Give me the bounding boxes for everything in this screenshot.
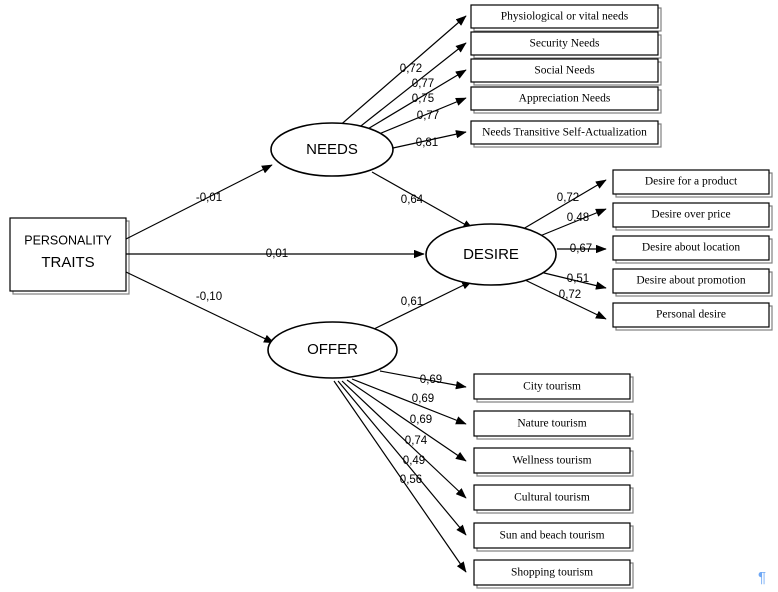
- desire-indicator-label-3: Desire about location: [642, 242, 741, 254]
- loading-desire-4: 0,51: [567, 273, 589, 285]
- loading-arrow-needs-5: [392, 130, 467, 149]
- loading-desire-1: 0,72: [557, 192, 579, 204]
- needs-indicator-label-5: Needs Transitive Self-Actualization: [482, 127, 647, 139]
- path-traits-to-needs: [125, 164, 273, 240]
- needs-indicator-label-2: Security Needs: [530, 38, 600, 50]
- needs-indicator-label-1: Physiological or vital needs: [501, 11, 629, 23]
- loading-needs-3: 0,75: [412, 93, 434, 105]
- personality-traits-line2: TRAITS: [41, 254, 94, 271]
- loading-needs-5: 0,81: [416, 137, 438, 149]
- coef-offer-desire: 0,61: [401, 296, 423, 308]
- pilcrow-icon: ¶: [758, 569, 767, 586]
- loading-desire-5: 0,72: [559, 289, 581, 301]
- latent-offer: OFFER: [267, 321, 398, 379]
- desire-indicator-boxes: Desire for a product Desire over price D…: [612, 169, 773, 331]
- loading-arrow-desire-4: [535, 270, 607, 290]
- coef-traits-desire: 0,01: [266, 248, 288, 260]
- loading-arrow-offer-5: [337, 380, 467, 536]
- path-offer-to-desire: [373, 280, 473, 330]
- loading-offer-2: 0,69: [412, 393, 434, 405]
- needs-indicator-label-3: Social Needs: [534, 65, 595, 77]
- offer-indicator-label-2: Nature tourism: [517, 418, 586, 430]
- offer-indicator-label-3: Wellness tourism: [512, 455, 591, 467]
- latent-desire: DESIRE: [425, 223, 557, 286]
- loading-arrow-needs-2: [351, 42, 467, 134]
- offer-indicator-label-5: Sun and beach tourism: [499, 530, 604, 542]
- latent-needs-label: NEEDS: [306, 141, 358, 158]
- loading-arrow-offer-6: [333, 380, 467, 573]
- offer-indicator-label-6: Shopping tourism: [511, 567, 593, 579]
- loading-desire-3: 0,67: [570, 243, 592, 255]
- path-needs-to-desire: [371, 171, 474, 230]
- latent-offer-label: OFFER: [307, 341, 358, 358]
- loading-arrow-offer-4: [341, 380, 467, 499]
- loading-arrow-needs-3: [355, 69, 467, 137]
- loading-offer-6: 0,56: [400, 474, 422, 486]
- loading-arrow-desire-2: [534, 208, 607, 239]
- desire-indicator-label-4: Desire about promotion: [636, 275, 745, 287]
- latent-needs: NEEDS: [270, 122, 394, 177]
- loading-arrow-desire-5: [524, 279, 607, 320]
- loading-offer-3: 0,69: [410, 414, 432, 426]
- loading-desire-2: 0,48: [567, 212, 589, 224]
- personality-traits-line1: PERSONALITY: [24, 233, 112, 247]
- desire-indicator-label-1: Desire for a product: [645, 176, 738, 188]
- latent-desire-label: DESIRE: [463, 246, 519, 263]
- path-traits-to-offer: [125, 271, 275, 344]
- coef-traits-needs: -0,01: [196, 192, 222, 204]
- offer-indicator-label-1: City tourism: [523, 381, 581, 393]
- loading-arrow-offer-1: [379, 370, 467, 390]
- loading-arrow-offer-2: [351, 378, 467, 425]
- needs-indicator-label-4: Appreciation Needs: [519, 93, 611, 105]
- desire-indicator-label-2: Desire over price: [651, 209, 730, 221]
- loading-offer-5: 0,49: [403, 455, 425, 467]
- loading-offer-1: 0,69: [420, 374, 442, 386]
- offer-indicator-label-4: Cultural tourism: [514, 492, 590, 504]
- desire-indicator-label-5: Personal desire: [656, 309, 726, 321]
- loading-needs-1: 0,72: [400, 63, 422, 75]
- loading-needs-2: 0,77: [412, 78, 434, 90]
- needs-indicator-boxes: Physiological or vital needs Security Ne…: [470, 4, 662, 148]
- loading-arrow-desire-1: [522, 179, 607, 230]
- loading-arrow-offer-3: [346, 379, 467, 462]
- loading-offer-4: 0,74: [405, 435, 428, 447]
- loading-arrow-needs-1: [336, 15, 467, 129]
- personality-traits-box: PERSONALITY TRAITS: [9, 217, 130, 295]
- coef-needs-desire: 0,64: [401, 194, 424, 206]
- offer-indicator-boxes: City tourism Nature tourism Wellness tou…: [473, 373, 634, 589]
- loading-needs-4: 0,77: [417, 110, 439, 122]
- coef-traits-offer: -0,10: [196, 291, 222, 303]
